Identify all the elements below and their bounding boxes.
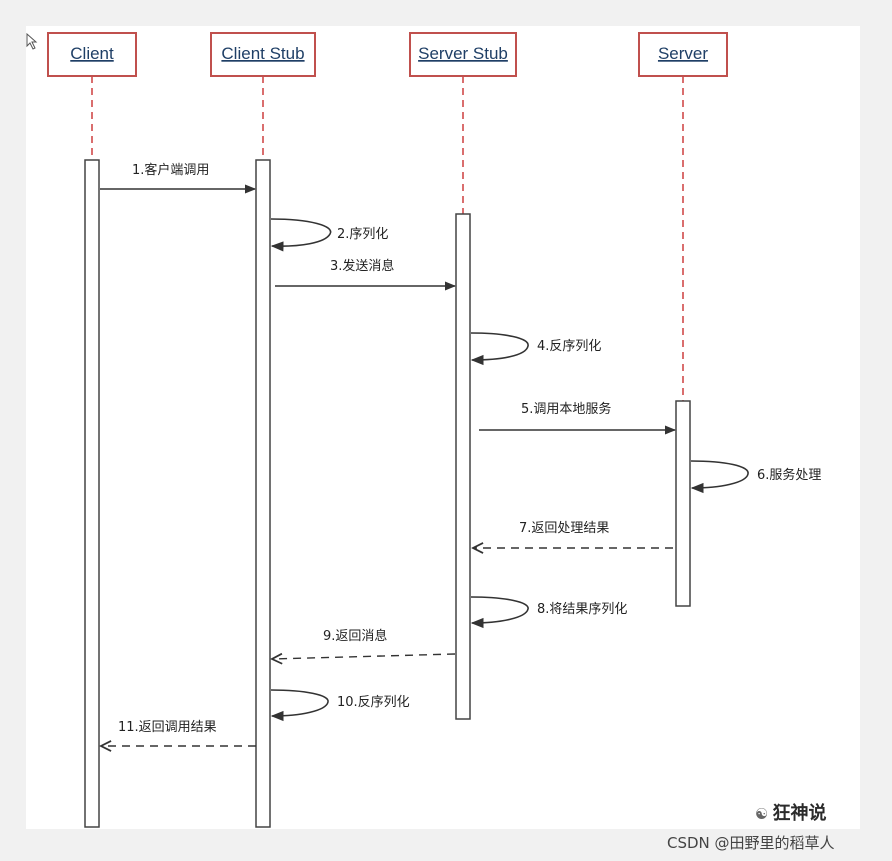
wechat-icon: ☯ bbox=[755, 805, 769, 823]
cursor-icon bbox=[26, 32, 38, 50]
activation-server-stub bbox=[455, 213, 471, 720]
message-3-label: 3.发送消息 bbox=[330, 258, 394, 274]
actor-client-stub: Client Stub bbox=[210, 32, 316, 77]
actor-client-label: Client bbox=[70, 44, 114, 63]
message-10-loop bbox=[270, 689, 329, 722]
watermark-brand-text: 狂神说 bbox=[772, 803, 827, 824]
actor-client: Client bbox=[47, 32, 137, 77]
activation-client bbox=[84, 159, 100, 828]
message-4-loop bbox=[470, 332, 529, 366]
message-9-arrow bbox=[272, 654, 456, 659]
message-10-label: 10.反序列化 bbox=[337, 695, 410, 710]
actor-client-stub-label: Client Stub bbox=[221, 44, 304, 63]
activation-server bbox=[675, 400, 691, 607]
actor-server-stub: Server Stub bbox=[409, 32, 517, 77]
message-5-label: 5.调用本地服务 bbox=[521, 401, 611, 417]
message-8-loop bbox=[470, 596, 529, 629]
watermark-brand: ☯狂神说 bbox=[755, 799, 826, 825]
message-8-label: 8.将结果序列化 bbox=[537, 602, 627, 617]
message-1-label: 1.客户端调用 bbox=[132, 162, 209, 178]
diagram-frame bbox=[26, 26, 860, 829]
actor-server-label: Server bbox=[658, 44, 708, 63]
message-2-loop bbox=[270, 218, 332, 252]
watermark-source: CSDN @田野里的稻草人 bbox=[667, 834, 835, 852]
message-2-label: 2.序列化 bbox=[337, 227, 388, 242]
activation-client-stub bbox=[255, 159, 271, 828]
message-7-label: 7.返回处理结果 bbox=[519, 521, 609, 536]
actor-server-stub-label: Server Stub bbox=[418, 44, 508, 63]
message-6-label: 6.服务处理 bbox=[757, 467, 821, 483]
message-11-label: 11.返回调用结果 bbox=[118, 720, 217, 735]
message-6-loop bbox=[690, 460, 749, 494]
actor-server: Server bbox=[638, 32, 728, 77]
message-9-label: 9.返回消息 bbox=[323, 628, 387, 644]
message-4-label: 4.反序列化 bbox=[537, 339, 601, 354]
